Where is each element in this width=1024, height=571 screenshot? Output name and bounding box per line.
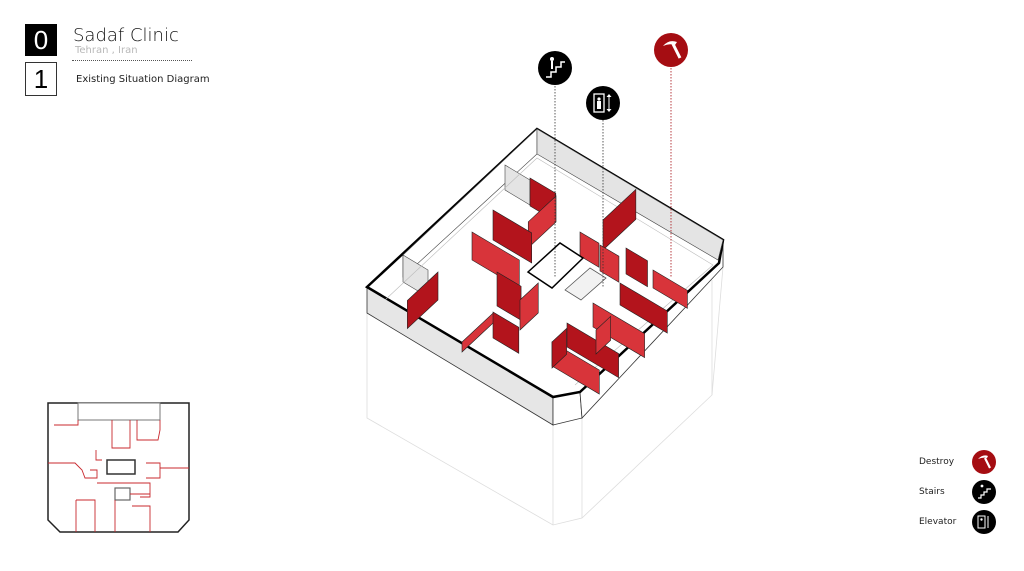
section-number-top: 0 — [25, 24, 57, 56]
red-wall — [619, 282, 668, 334]
red-wall — [579, 231, 600, 268]
red-wall — [592, 302, 645, 359]
ghost-building — [366, 266, 724, 526]
red-wall — [407, 271, 439, 330]
diagram-label: Existing Situation Diagram — [76, 74, 210, 85]
legend-destroy-label: Destroy — [919, 457, 955, 467]
floor-plan-minimap — [47, 402, 190, 533]
legend-stairs-icon — [972, 480, 996, 504]
dotted-divider — [72, 60, 192, 61]
legend-hammer-icon — [972, 450, 996, 474]
red-wall — [599, 244, 620, 283]
legend-elevator-icon — [972, 510, 996, 534]
stair-opening — [526, 242, 585, 289]
stairs-icon — [538, 51, 572, 85]
red-wall — [625, 247, 648, 288]
page-title: Sadaf Clinic — [73, 25, 179, 46]
hammer-icon — [654, 33, 688, 67]
location-subtitle: Tehran , Iran — [75, 45, 138, 56]
legend-stairs-label: Stairs — [919, 487, 945, 497]
red-wall — [652, 269, 688, 309]
red-wall — [595, 315, 611, 355]
red-wall — [492, 209, 533, 264]
red-wall — [519, 282, 539, 331]
elevator-shaft — [564, 267, 607, 301]
red-wall — [551, 327, 567, 369]
red-walls — [407, 177, 688, 395]
legend-elevator-label: Elevator — [919, 517, 957, 527]
red-wall — [492, 311, 520, 354]
section-number-bottom: 1 — [25, 62, 57, 96]
elevator-icon — [586, 86, 620, 120]
